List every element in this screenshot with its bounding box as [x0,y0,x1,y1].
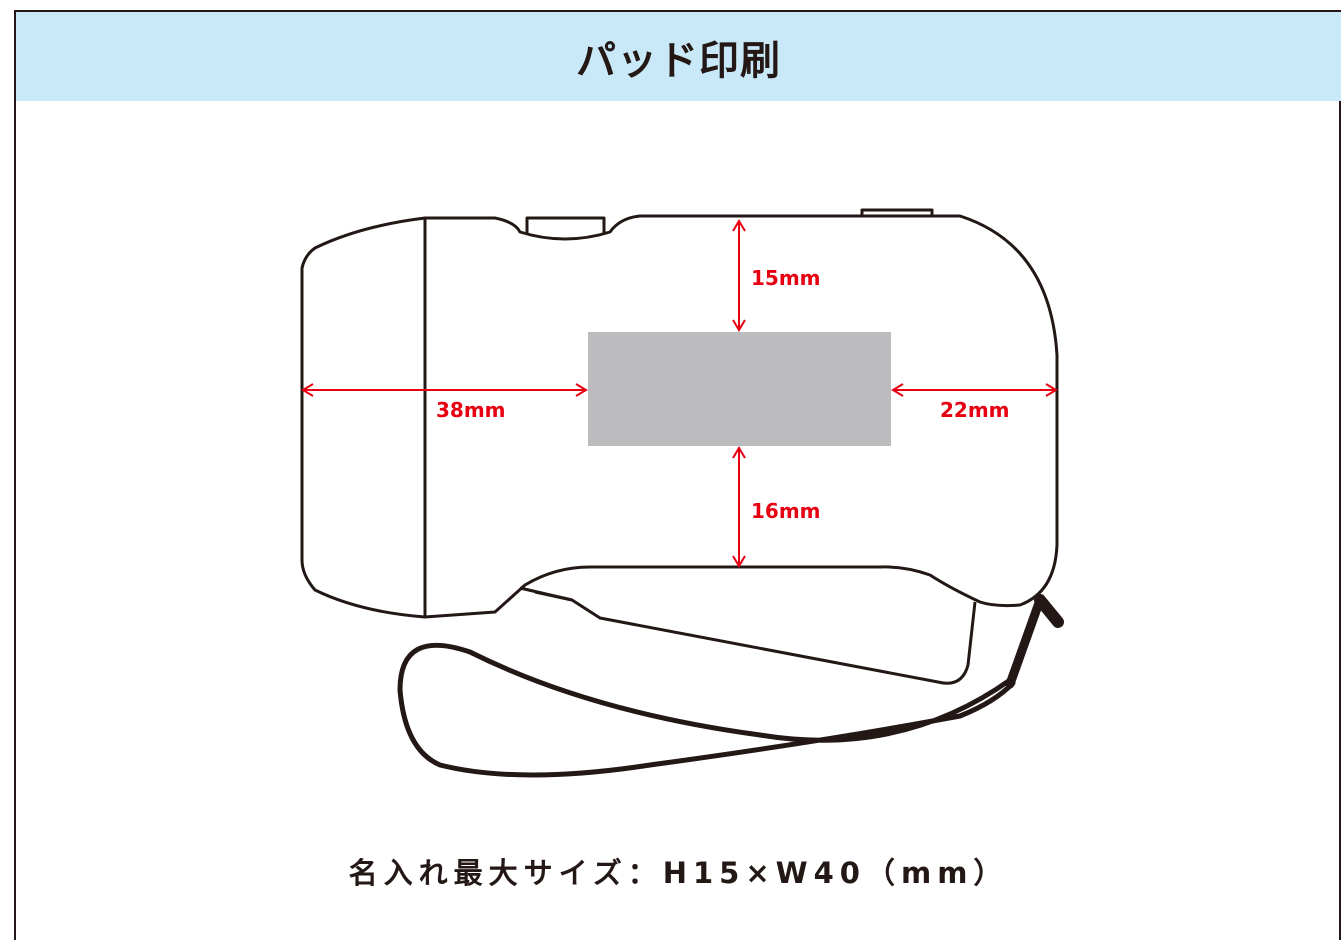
page-frame [14,10,1341,940]
crank-handle [519,586,977,685]
top-button [525,216,606,233]
dim-label-left: 38mm [436,398,506,422]
header-bar: パッド印刷 [16,12,1341,101]
dim-label-bottom: 16mm [751,499,821,523]
dim-label-right: 22mm [940,398,1010,422]
crank-inner [534,590,573,602]
max-size-caption: 名入れ最大サイズ：H15×W40（mm） [348,856,1009,890]
wrist-strap [397,594,1064,778]
flashlight-body [300,214,1059,619]
flashlight-outline [300,208,1059,685]
print-area [588,332,891,446]
page-title: パッド印刷 [576,37,781,84]
strap-connector [1005,595,1045,689]
dimension-arrows [301,219,1058,568]
top-clip [860,208,934,216]
dim-label-top: 15mm [751,266,821,290]
